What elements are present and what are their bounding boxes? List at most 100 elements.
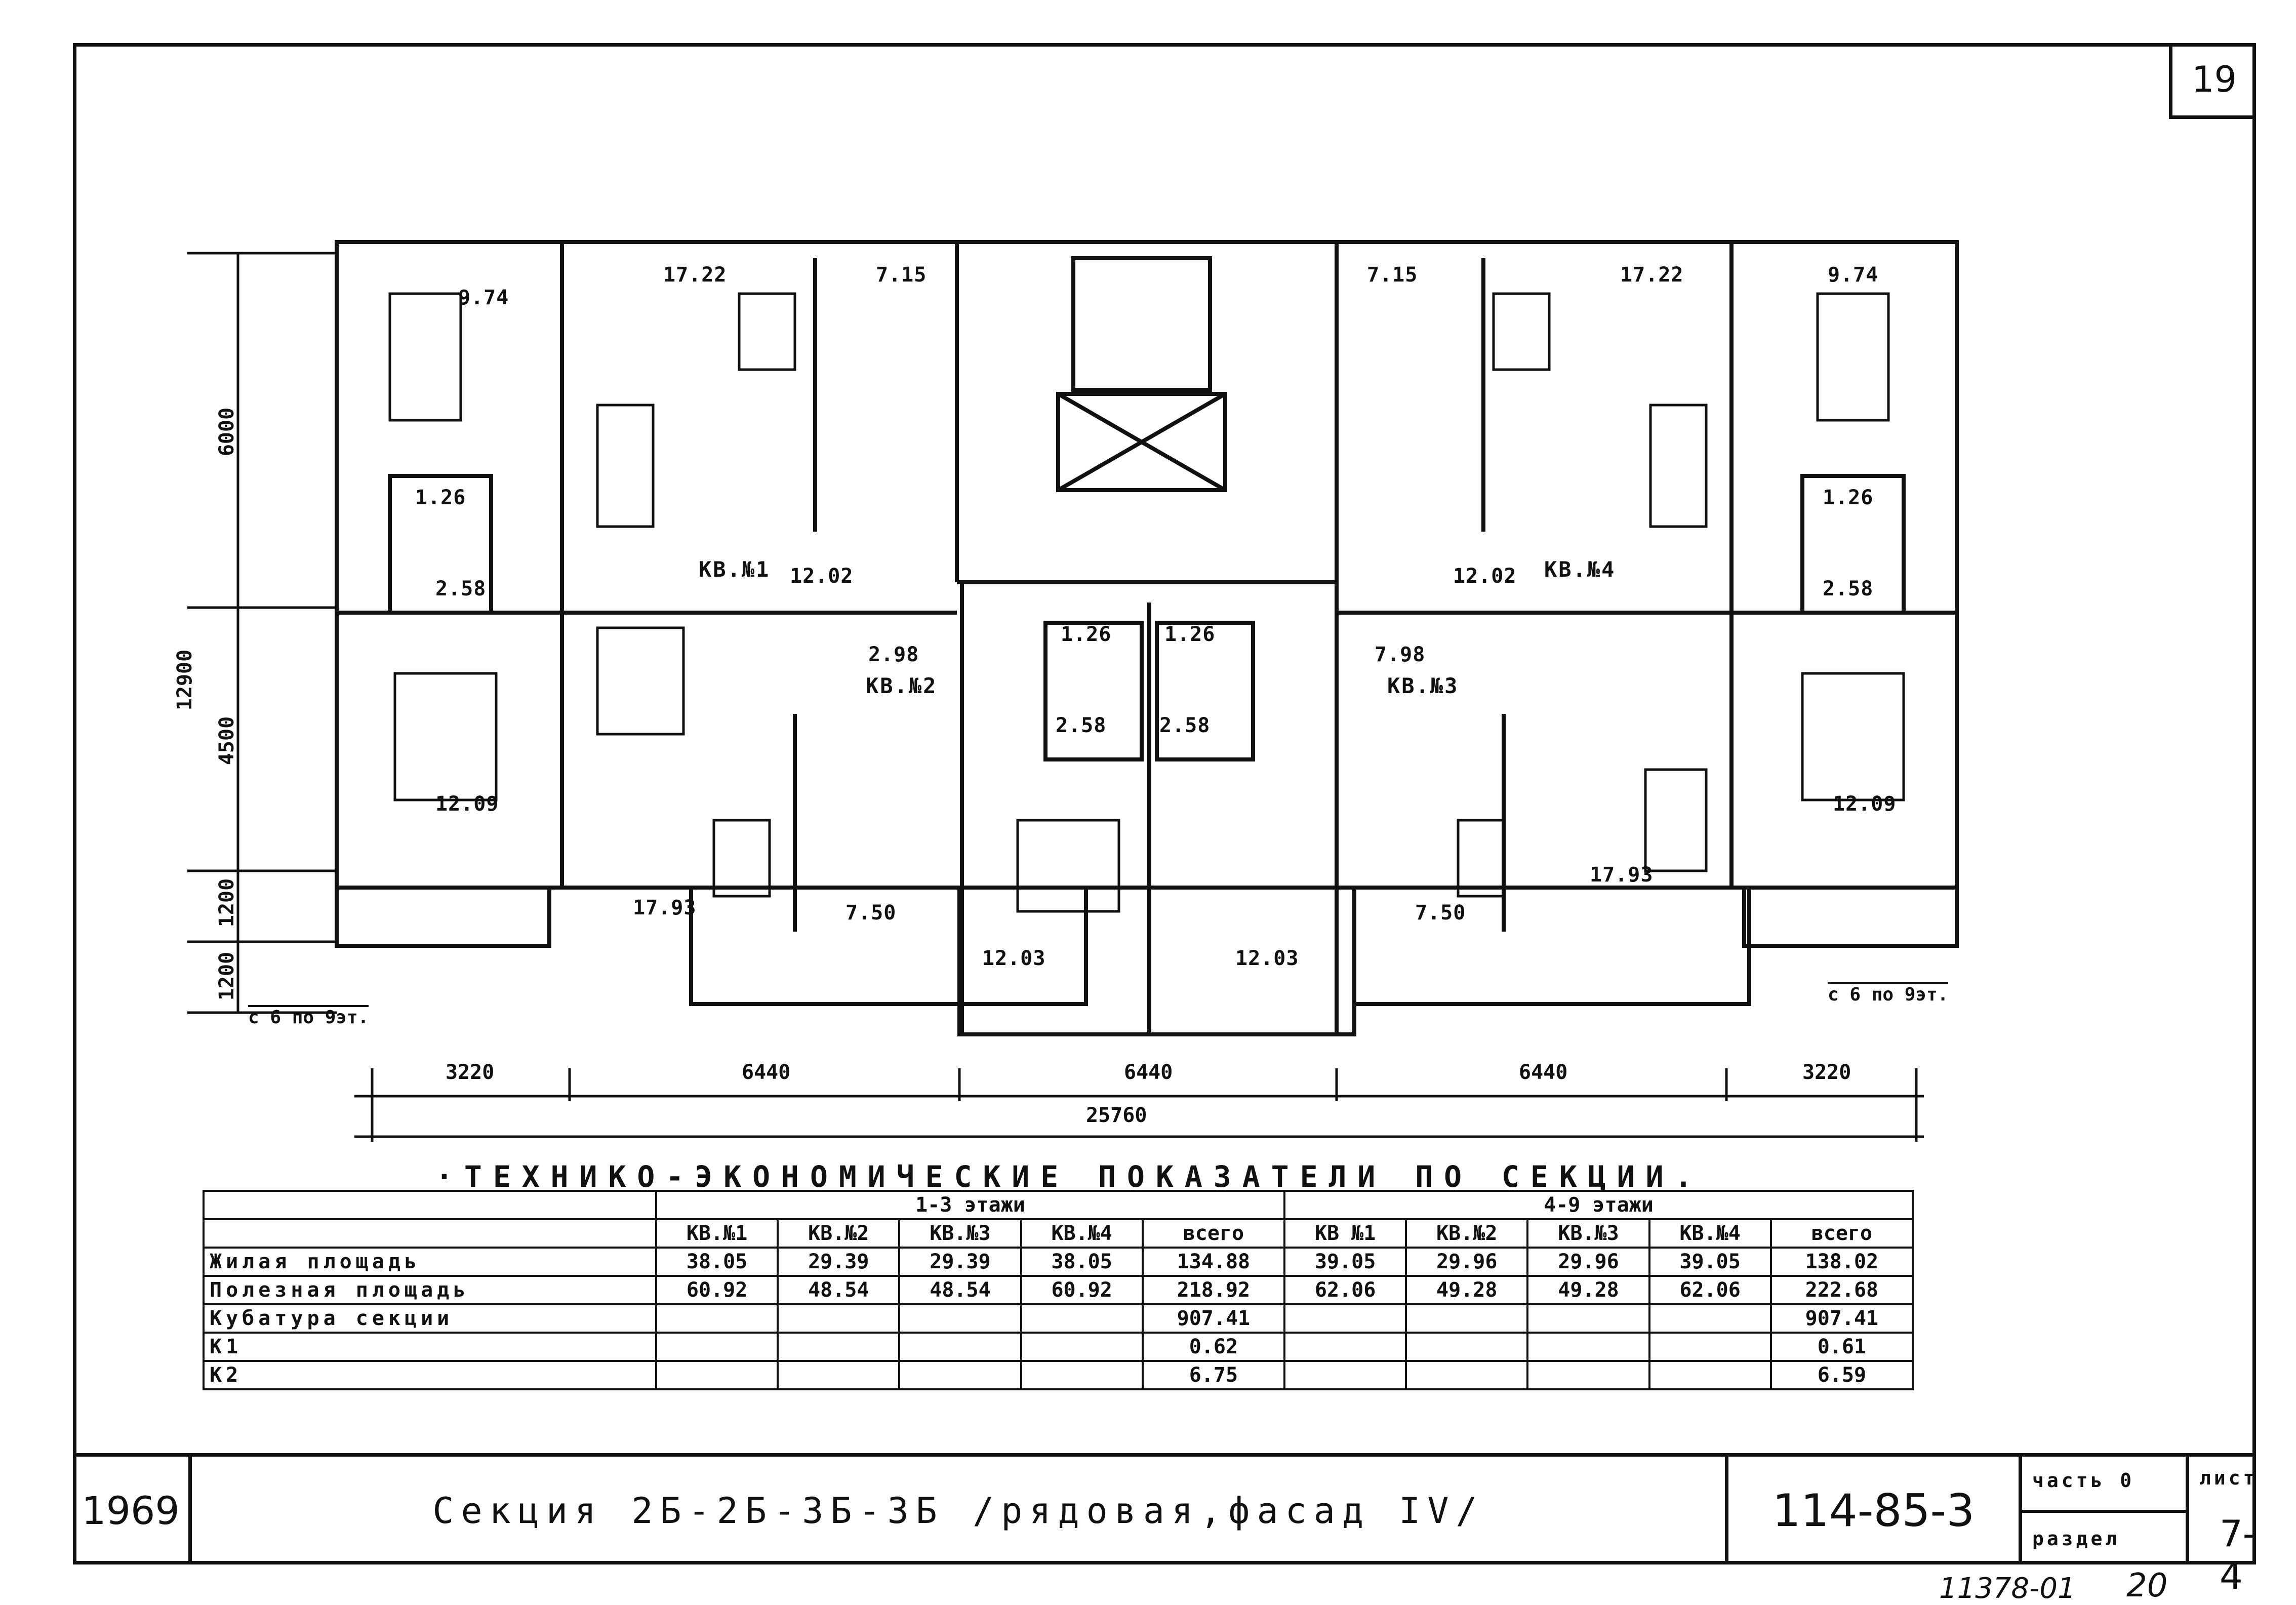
room-area: 1.26 [1061, 623, 1112, 646]
table-cell [898, 1332, 1022, 1362]
archive-page: 20 [2126, 1567, 2168, 1604]
part-cell: часть 0 раздел [2022, 1457, 2189, 1564]
table-row: Полезная площадь 60.92 48.54 48.54 60.92… [203, 1275, 1914, 1305]
table-row: Жилая площадь 38.05 29.39 29.39 38.05 13… [203, 1247, 1914, 1277]
table-corner [203, 1190, 657, 1220]
table-cell: 29.39 [777, 1247, 901, 1277]
title-block: 1969 Секция 2Б-2Б-3Б-3Б /рядовая,фасад I… [73, 1453, 2258, 1597]
room-area: 7.50 [845, 901, 897, 925]
table-cell [1283, 1360, 1407, 1390]
dimension-label: 6440 [742, 1061, 791, 1084]
room-area: 2.58 [1159, 714, 1211, 737]
room-area: 9.74 [1828, 263, 1879, 287]
archive-number: 11378-01 [1939, 1572, 2076, 1605]
table-cell [1283, 1332, 1407, 1362]
dimension-label: 3220 [446, 1061, 495, 1084]
sheet-value: 7-4 [2220, 1512, 2256, 1597]
table-cell [1405, 1360, 1529, 1390]
dimension-label: 4500 [215, 716, 239, 766]
table-cell [1405, 1332, 1529, 1362]
apartment-label: КВ.№3 [1387, 673, 1459, 698]
room-area: 2.58 [1823, 577, 1874, 600]
table-row: K2 6.75 6.59 [203, 1360, 1914, 1390]
group-header: 4-9 этажи [1283, 1190, 1914, 1220]
floors-note: с 6 по 9эт. [1828, 982, 1949, 1005]
room-area: 1.26 [1823, 486, 1874, 509]
table-cell: 29.96 [1405, 1247, 1529, 1277]
row-label: K1 [203, 1332, 657, 1362]
table-cell [1020, 1360, 1144, 1390]
table-cell: 39.05 [1283, 1247, 1407, 1277]
room-area: 17.93 [1590, 863, 1654, 887]
table-cell [898, 1360, 1022, 1390]
table-cell: 49.28 [1405, 1275, 1529, 1305]
table-cell: 60.92 [1020, 1275, 1144, 1305]
row-label: Полезная площадь [203, 1275, 657, 1305]
title-year: 1969 [73, 1457, 192, 1564]
table-cell [1405, 1303, 1529, 1334]
table-cell [1020, 1303, 1144, 1334]
column-header: КВ.№3 [1526, 1218, 1650, 1249]
room-area: 12.09 [1833, 792, 1897, 816]
dimension-label: 6000 [215, 407, 239, 457]
room-area: 1.26 [1164, 623, 1216, 646]
column-header: КВ.№3 [898, 1218, 1022, 1249]
part-label: часть 0 [2032, 1469, 2135, 1492]
table-cell: 6.59 [1769, 1360, 1914, 1390]
group-header: 1-3 этажи [655, 1190, 1285, 1220]
table-cell [1648, 1303, 1772, 1334]
indicators-table: 1-3 этажи 4-9 этажи КВ.№1 КВ.№2 КВ.№3 КВ… [203, 1190, 1914, 1390]
room-area: 2.58 [1056, 714, 1107, 737]
table-cell [777, 1303, 901, 1334]
room-area: 2.58 [435, 577, 487, 600]
table-cell [1648, 1332, 1772, 1362]
room-area: 7.50 [1415, 901, 1466, 925]
table-cell [1526, 1303, 1650, 1334]
room-area: 7.98 [1375, 643, 1426, 666]
dimension-label: 6440 [1124, 1061, 1173, 1084]
row-label: K2 [203, 1360, 657, 1390]
apartment-label: КВ.№1 [699, 557, 771, 582]
table-cell [1526, 1360, 1650, 1390]
apartment-label: КВ.№4 [1544, 557, 1616, 582]
column-header: КВ.№4 [1020, 1218, 1144, 1249]
column-header: КВ.№2 [1405, 1218, 1529, 1249]
room-area: 17.22 [1620, 263, 1684, 287]
column-header: КВ.№2 [777, 1218, 901, 1249]
sheet-border [73, 43, 2256, 1564]
table-header-row: КВ.№1 КВ.№2 КВ.№3 КВ.№4 всего КВ №1 КВ.№… [203, 1218, 1914, 1249]
sheet-label: лист [2199, 1467, 2258, 1489]
table-cell: 134.88 [1141, 1247, 1285, 1277]
dimension-label: 6440 [1519, 1061, 1568, 1084]
table-cell: 138.02 [1769, 1247, 1914, 1277]
room-area: 9.74 [458, 286, 509, 309]
room-area: 17.22 [663, 263, 727, 287]
room-area: 17.93 [633, 896, 697, 919]
table-cell: 6.75 [1141, 1360, 1285, 1390]
floors-note: с 6 по 9эт. [248, 1005, 369, 1028]
table-cell: 218.92 [1141, 1275, 1285, 1305]
room-area: 2.98 [868, 643, 919, 666]
column-header: КВ.№1 [655, 1218, 779, 1249]
table-cell: 49.28 [1526, 1275, 1650, 1305]
table-cell: 0.61 [1769, 1332, 1914, 1362]
dimension-label: 1200 [215, 951, 239, 1001]
room-area: 12.02 [790, 565, 854, 588]
column-header: КВ.№4 [1648, 1218, 1772, 1249]
table-cell: 39.05 [1648, 1247, 1772, 1277]
section-label: раздел [2032, 1528, 2120, 1550]
table-cell [777, 1332, 901, 1362]
row-label: Кубатура секции [203, 1303, 657, 1334]
room-area: 12.09 [435, 792, 499, 816]
room-area: 12.02 [1453, 565, 1517, 588]
table-cell: 38.05 [655, 1247, 779, 1277]
table-cell [655, 1360, 779, 1390]
column-header: КВ №1 [1283, 1218, 1407, 1249]
dimension-label: 12900 [173, 649, 197, 711]
table-cell [1283, 1303, 1407, 1334]
table-cell: 48.54 [898, 1275, 1022, 1305]
table-cell: 222.68 [1769, 1275, 1914, 1305]
table-cell: 60.92 [655, 1275, 779, 1305]
table-cell [898, 1303, 1022, 1334]
table-cell [655, 1332, 779, 1362]
